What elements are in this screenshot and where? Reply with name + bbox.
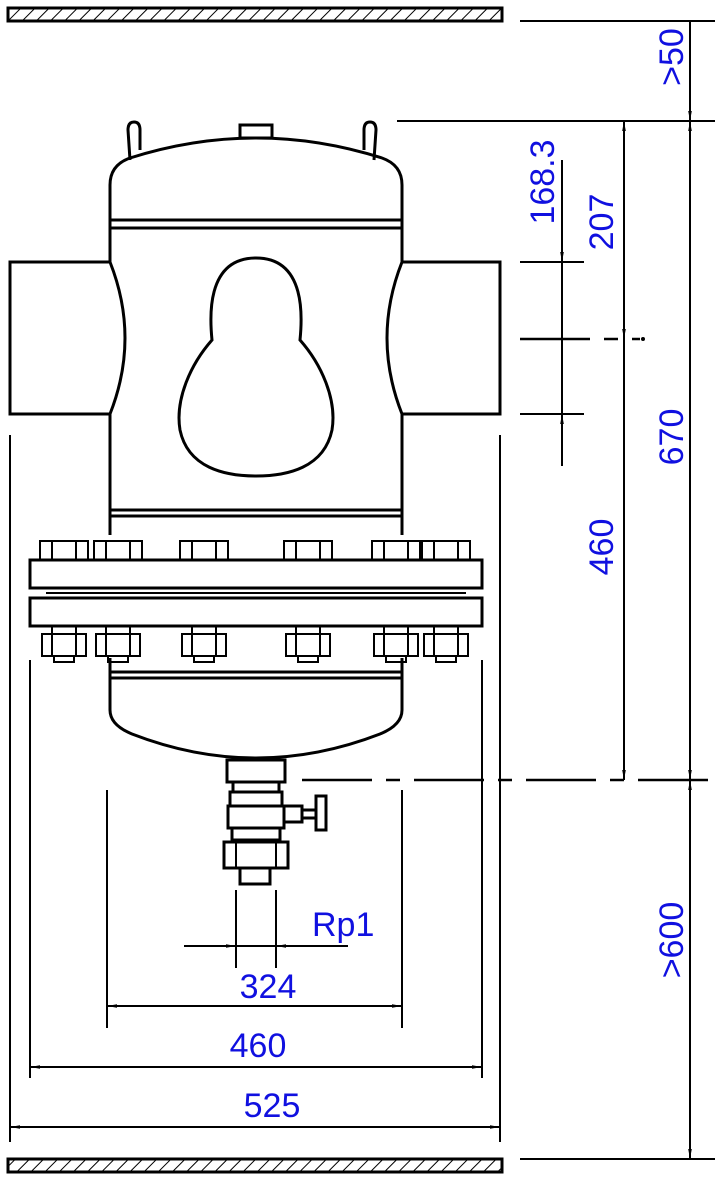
dim-nozzle-height: 207 [583,194,621,251]
separator-body [8,120,502,760]
center-lines [302,337,715,782]
dimension-labels: >50 168.3 207 670 460 >600 Rp1 324 460 5… [230,28,691,1125]
extension-lines [9,20,715,1160]
dim-bottom-clearance: >600 [653,902,691,979]
floor-bar [6,1157,504,1174]
horizontal-dimension-lines [10,944,500,1129]
dim-nozzle-offset: 168.3 [524,139,562,224]
drain-valve [222,758,328,886]
dim-drain-connection: Rp1 [312,906,374,944]
center-dot [641,337,645,341]
dim-overall-width: 525 [244,1087,301,1125]
vertical-dimension-lines [560,21,692,1159]
dim-overall-height: 670 [653,409,691,466]
dim-body-height: 460 [583,519,621,576]
dim-drain-width: 324 [240,968,297,1006]
dim-body-width: 460 [230,1027,287,1065]
flange-bolts [39,540,471,663]
dim-top-clearance: >50 [653,28,691,86]
ceiling-bar [6,6,504,23]
